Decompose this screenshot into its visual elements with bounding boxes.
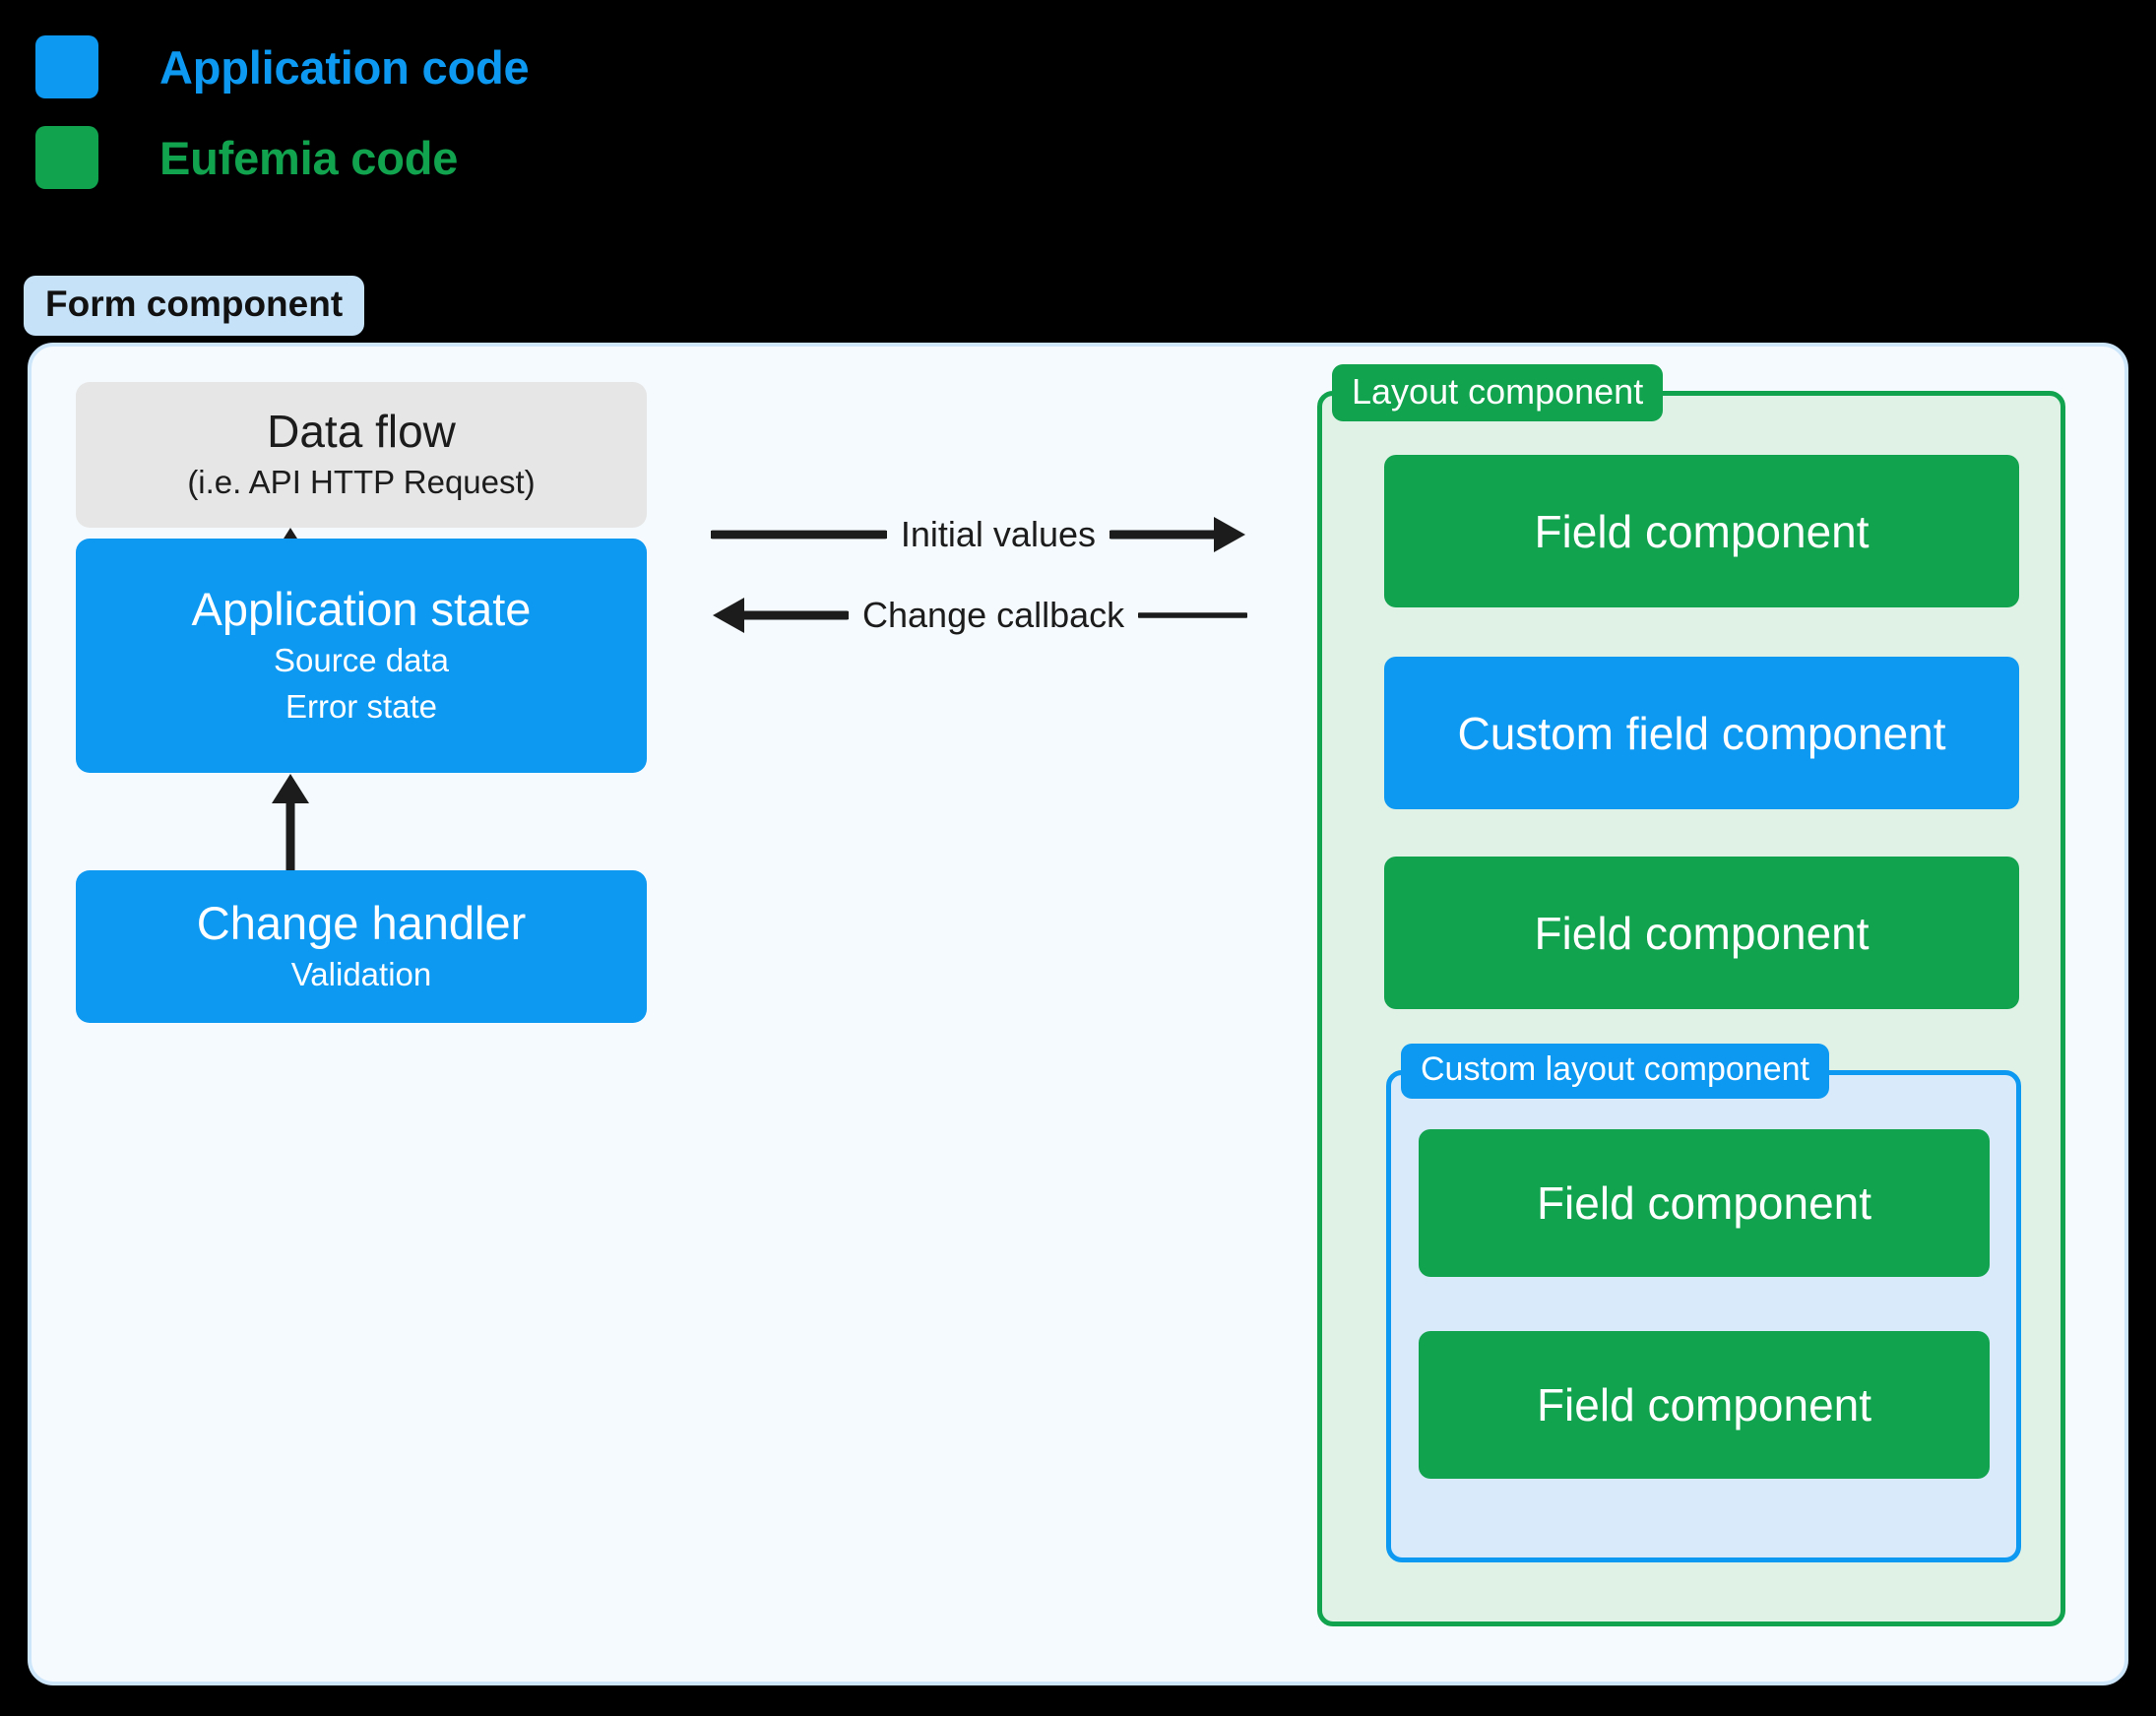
legend-label-eufemia-code: Eufemia code: [159, 131, 459, 184]
field-component-2: Field component: [1384, 857, 2019, 1009]
application-state-source-data: Source data: [274, 642, 449, 679]
change-handler-subtitle: Validation: [290, 956, 432, 993]
arrow-left-icon: [713, 598, 849, 633]
initial-values-label: Initial values: [900, 514, 1096, 554]
field-component-3: Field component: [1419, 1129, 1990, 1277]
line-segment-icon: [711, 530, 887, 540]
field-component-1: Field component: [1384, 455, 2019, 607]
change-handler-box: Change handler Validation: [76, 870, 647, 1023]
legend-item-application-code: Application code: [35, 22, 725, 112]
field-component-4: Field component: [1419, 1331, 1990, 1479]
custom-field-component: Custom field component: [1384, 657, 2019, 809]
change-handler-title: Change handler: [196, 896, 527, 949]
form-component-badge: Form component: [24, 276, 365, 336]
data-flow-subtitle: (i.e. API HTTP Request): [187, 464, 536, 501]
legend-label-application-code: Application code: [159, 40, 530, 94]
legend-swatch-application-code: [35, 35, 98, 98]
arrow-right-icon: [1110, 517, 1245, 552]
form-component-panel: Data flow (i.e. API HTTP Request) Applic…: [28, 343, 2128, 1685]
custom-layout-component-badge: Custom layout component: [1401, 1044, 1829, 1099]
layout-component-panel: Layout component Field component Custom …: [1317, 364, 2065, 1626]
line-segment-icon: [1138, 612, 1247, 618]
change-callback-label: Change callback: [862, 595, 1125, 635]
change-callback-connector: Change callback: [711, 595, 1247, 636]
legend-item-eufemia-code: Eufemia code: [35, 112, 725, 203]
application-state-box: Application state Source data Error stat…: [76, 539, 647, 773]
custom-layout-component-panel: Custom layout component Field component …: [1386, 1044, 2021, 1562]
data-flow-title: Data flow: [267, 405, 456, 457]
application-state-error-state: Error state: [285, 688, 438, 726]
legend-swatch-eufemia-code: [35, 126, 98, 189]
legend: Application code Eufemia code: [35, 22, 725, 203]
layout-component-badge: Layout component: [1332, 364, 1664, 421]
application-state-title: Application state: [191, 582, 532, 635]
up-arrow-icon: [272, 774, 309, 874]
initial-values-connector: Initial values: [711, 514, 1247, 555]
data-flow-box: Data flow (i.e. API HTTP Request): [76, 382, 647, 528]
